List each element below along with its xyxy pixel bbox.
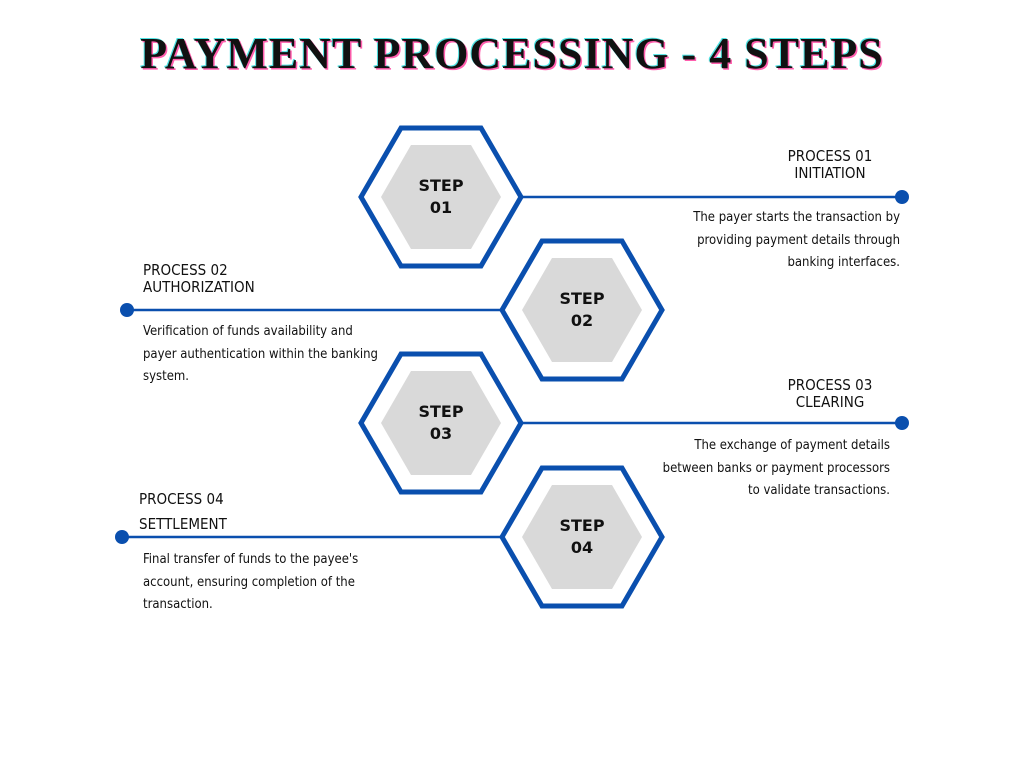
hexagon-step-02 (499, 238, 665, 382)
step-04-number: 04 (570, 538, 594, 557)
process-02-name: AUTHORIZATION (143, 278, 255, 296)
step-01-badge: STEP 01 (401, 175, 481, 219)
step-02-badge: STEP 02 (542, 288, 622, 332)
step-01-word: STEP (418, 176, 464, 195)
hexagon-step-04 (499, 465, 665, 609)
process-02-label: PROCESS 02 (143, 261, 228, 279)
step-04-badge: STEP 04 (542, 515, 622, 559)
step-01-number: 01 (429, 198, 453, 217)
step-02-word: STEP (559, 289, 605, 308)
step-03-badge: STEP 03 (401, 401, 481, 445)
step-04-word: STEP (559, 516, 605, 535)
process-01-description: The payer starts the transaction by prov… (693, 210, 900, 270)
process-04-description: Final transfer of funds to the payee's a… (143, 552, 359, 612)
step-03-number: 03 (429, 424, 453, 443)
connector-dot-step-01 (895, 190, 909, 204)
process-04-heading: PROCESS 04 SETTLEMENT (139, 487, 227, 537)
hexagon-step-03 (358, 351, 524, 495)
connector-dot-step-03 (895, 416, 909, 430)
process-03-label: PROCESS 03 (787, 376, 873, 394)
process-01-name: INITIATION (794, 164, 866, 182)
process-01-heading: PROCESS 01 INITIATION (760, 148, 900, 182)
process-04-name: SETTLEMENT (139, 515, 227, 533)
process-04-label: PROCESS 04 (139, 490, 224, 508)
hexagon-step-01 (358, 125, 524, 269)
process-03-description: The exchange of payment details between … (662, 438, 890, 498)
process-03-heading: PROCESS 03 CLEARING (760, 377, 900, 411)
process-01-label: PROCESS 01 (787, 147, 873, 165)
process-02-description: Verification of funds availability and p… (143, 324, 378, 384)
step-03-word: STEP (418, 402, 464, 421)
process-03-name: CLEARING (795, 393, 865, 411)
page-title: PAYMENT PROCESSING - 4 STEPS (140, 29, 884, 78)
process-02-heading: PROCESS 02 AUTHORIZATION (143, 262, 255, 296)
connector-dot-step-04 (115, 530, 129, 544)
connector-dot-step-02 (120, 303, 134, 317)
step-02-number: 02 (570, 311, 594, 330)
